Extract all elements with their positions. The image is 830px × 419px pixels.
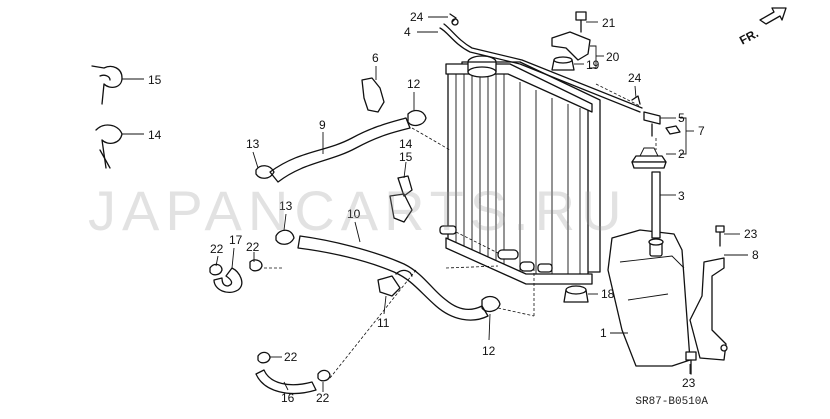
callout-12-lower[interactable]: 12 <box>482 344 496 358</box>
hose-16[interactable] <box>255 369 317 395</box>
upper-hose[interactable] <box>269 117 411 183</box>
callout-10[interactable]: 10 <box>347 207 361 221</box>
callout-11[interactable]: 11 <box>377 316 390 330</box>
leader-lines <box>122 16 748 392</box>
clip-24-top[interactable] <box>449 13 457 23</box>
radiator[interactable] <box>439 61 601 285</box>
callout-22-c[interactable]: 22 <box>284 350 298 364</box>
joint-5[interactable] <box>643 111 661 137</box>
callout-22-a[interactable]: 22 <box>210 242 224 256</box>
bracket-20[interactable] <box>551 31 591 61</box>
tank-bracket[interactable] <box>689 257 728 361</box>
hose-clip-11[interactable] <box>377 269 413 297</box>
callout-8[interactable]: 8 <box>752 248 759 262</box>
callout-2[interactable]: 2 <box>678 147 685 161</box>
hose-clamp-22-c[interactable] <box>257 351 271 364</box>
tank-cap[interactable] <box>631 147 667 169</box>
callout-15-left[interactable]: 15 <box>148 73 162 87</box>
callout-3[interactable]: 3 <box>678 189 685 203</box>
callout-12-upper[interactable]: 12 <box>407 77 421 91</box>
callout-17[interactable]: 17 <box>229 233 243 247</box>
mount-cushion-19[interactable] <box>551 56 575 71</box>
callout-13-lower[interactable]: 13 <box>279 199 293 213</box>
front-direction-arrow <box>759 7 787 25</box>
hose-clip-15-left[interactable] <box>91 65 123 105</box>
callout-14-left[interactable]: 14 <box>148 128 162 142</box>
callout-6[interactable]: 6 <box>372 51 379 65</box>
bolt-21[interactable] <box>575 11 587 33</box>
front-direction-label: FR. <box>737 26 761 47</box>
callout-9[interactable]: 9 <box>319 118 326 132</box>
hose-clamp-12-upper[interactable] <box>407 109 427 127</box>
radiator-cap[interactable] <box>467 55 497 78</box>
callout-7[interactable]: 7 <box>698 124 705 138</box>
callout-13-upper[interactable]: 13 <box>246 137 260 151</box>
callout-20[interactable]: 20 <box>606 50 620 64</box>
hose-clamp-22-d[interactable] <box>317 369 331 382</box>
hose-clamp-13-upper[interactable] <box>255 165 275 179</box>
bolt-23-lower[interactable] <box>685 351 697 375</box>
callout-14-center[interactable]: 14 <box>399 137 413 151</box>
callout-1[interactable]: 1 <box>600 326 607 340</box>
hose-clamp-12-lower[interactable] <box>481 295 501 313</box>
hose-clip-15-center[interactable] <box>397 175 413 197</box>
callout-4[interactable]: 4 <box>404 25 411 39</box>
callout-15-center[interactable]: 15 <box>399 150 413 164</box>
diagram-code: SR87-B0510A <box>635 396 708 408</box>
callout-5[interactable]: 5 <box>678 111 685 125</box>
bypass-hose-17[interactable] <box>213 267 243 294</box>
radiator-fins <box>455 74 581 279</box>
clip-24-right[interactable] <box>631 95 641 105</box>
callout-labels: 24 4 21 20 19 15 14 6 12 9 13 14 15 13 1… <box>148 10 761 405</box>
callout-22-b[interactable]: 22 <box>246 240 260 254</box>
hose-clip-14-center[interactable] <box>389 193 413 223</box>
callout-24-top[interactable]: 24 <box>410 10 424 24</box>
mount-cushion-18[interactable] <box>563 285 589 303</box>
hose-clamp-13-lower[interactable] <box>275 229 295 245</box>
clip-7[interactable] <box>665 125 681 135</box>
callout-22-d[interactable]: 22 <box>316 391 330 405</box>
bolt-23-upper[interactable] <box>715 225 725 247</box>
hose-clip-14-left[interactable] <box>95 124 123 169</box>
callout-16[interactable]: 16 <box>281 391 295 405</box>
callout-18[interactable]: 18 <box>601 287 615 301</box>
callout-21[interactable]: 21 <box>602 16 616 30</box>
reserve-tube[interactable] <box>651 171 661 239</box>
hose-clip-6[interactable] <box>361 77 385 113</box>
reserve-tank[interactable] <box>607 229 691 367</box>
callout-23-lower[interactable]: 23 <box>682 376 696 390</box>
callout-24-right[interactable]: 24 <box>628 71 642 85</box>
hose-clamp-22-b[interactable] <box>249 259 263 272</box>
callout-23-upper[interactable]: 23 <box>744 227 758 241</box>
hose-clamp-22-a[interactable] <box>209 263 223 276</box>
callout-19[interactable]: 19 <box>586 58 600 72</box>
